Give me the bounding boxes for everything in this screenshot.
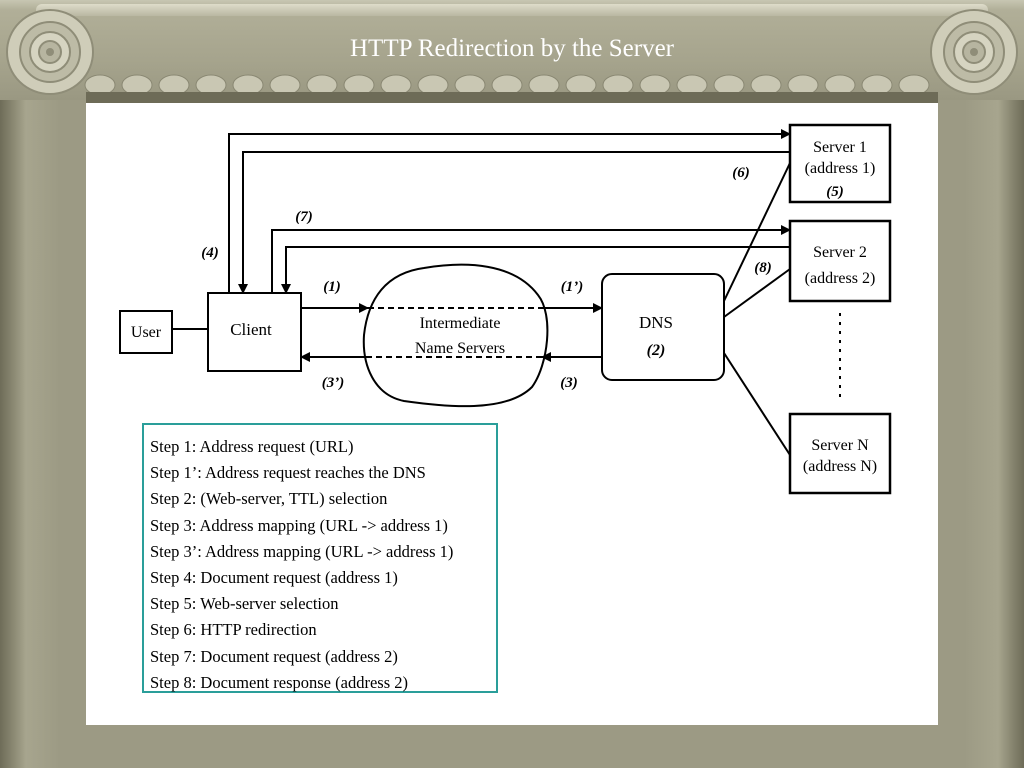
header-shadow-strip: [86, 92, 938, 104]
step1-label: (1): [323, 279, 341, 295]
dns-server1-link: [723, 162, 791, 302]
step-line: Step 5: Web-server selection: [150, 594, 339, 614]
step3p-label: (3’): [322, 375, 345, 391]
name-servers-label-line1: Intermediate: [420, 315, 501, 332]
step-line: Step 2: (Web-server, TTL) selection: [150, 489, 388, 509]
serverN-label-line1: Server N: [811, 437, 869, 454]
step3-label: (3): [560, 375, 578, 391]
server1-label-line2: (address 1): [805, 160, 876, 177]
step4-arrow: [228, 129, 791, 293]
step4-label: (4): [201, 245, 219, 261]
step6-label: (6): [732, 165, 750, 181]
steps-legend-box: Step 1: Address request (URL) Step 1’: A…: [142, 423, 498, 693]
server1-step-label: (5): [826, 184, 844, 200]
step8-arrow: [281, 246, 790, 294]
right-volute-ornament: [930, 9, 1018, 95]
user-label: User: [131, 324, 162, 341]
dns-serverN-link: [723, 352, 791, 456]
step-line: Step 7: Document request (address 2): [150, 646, 398, 666]
column-capital-top: [36, 4, 988, 16]
client-box: [207, 292, 302, 372]
left-volute-ornament: [6, 9, 94, 95]
dns-box: [601, 273, 725, 381]
server1-box: [788, 123, 892, 204]
server1-label-line1: Server 1: [813, 139, 867, 156]
name-servers-cloud: [362, 263, 549, 408]
step1p-label: (1’): [561, 279, 584, 295]
step7-arrow: [271, 225, 791, 293]
serverN-label-line2: (address N): [803, 458, 877, 475]
step-line: Step 6: HTTP redirection: [150, 620, 317, 640]
dns-label: DNS: [639, 313, 673, 332]
dns-step-label: (2): [647, 342, 666, 359]
name-servers-label-line2: Name Servers: [415, 340, 505, 357]
redirection-diagram: User Client Intermediate Name Servers DN…: [119, 123, 892, 495]
step7-label: (7): [295, 209, 313, 225]
client-label: Client: [230, 320, 272, 339]
step-line: Step 8: Document response (address 2): [150, 672, 408, 692]
step-line: Step 1: Address request (URL): [150, 437, 354, 456]
slide-title: HTTP Redirection by the Server: [350, 35, 674, 62]
user-box: [119, 310, 173, 354]
serverN-box: [788, 412, 892, 495]
step-line: Step 1’: Address request reaches the DNS: [150, 463, 426, 483]
step-line: Step 3’: Address mapping (URL -> address…: [150, 541, 454, 561]
step-line: Step 3: Address mapping (URL -> address …: [150, 515, 448, 535]
server2-label-line2: (address 2): [805, 270, 876, 287]
diagram-panel: User Client Intermediate Name Servers DN…: [86, 103, 938, 725]
step-line: Step 4: Document request (address 1): [150, 568, 398, 588]
dns-server2-link: [723, 268, 791, 318]
step6-arrow: [238, 151, 790, 294]
step8-label: (8): [754, 260, 772, 276]
server2-label-line1: Server 2: [813, 244, 867, 261]
bead-molding: [84, 74, 930, 96]
server2-box: [788, 219, 892, 303]
